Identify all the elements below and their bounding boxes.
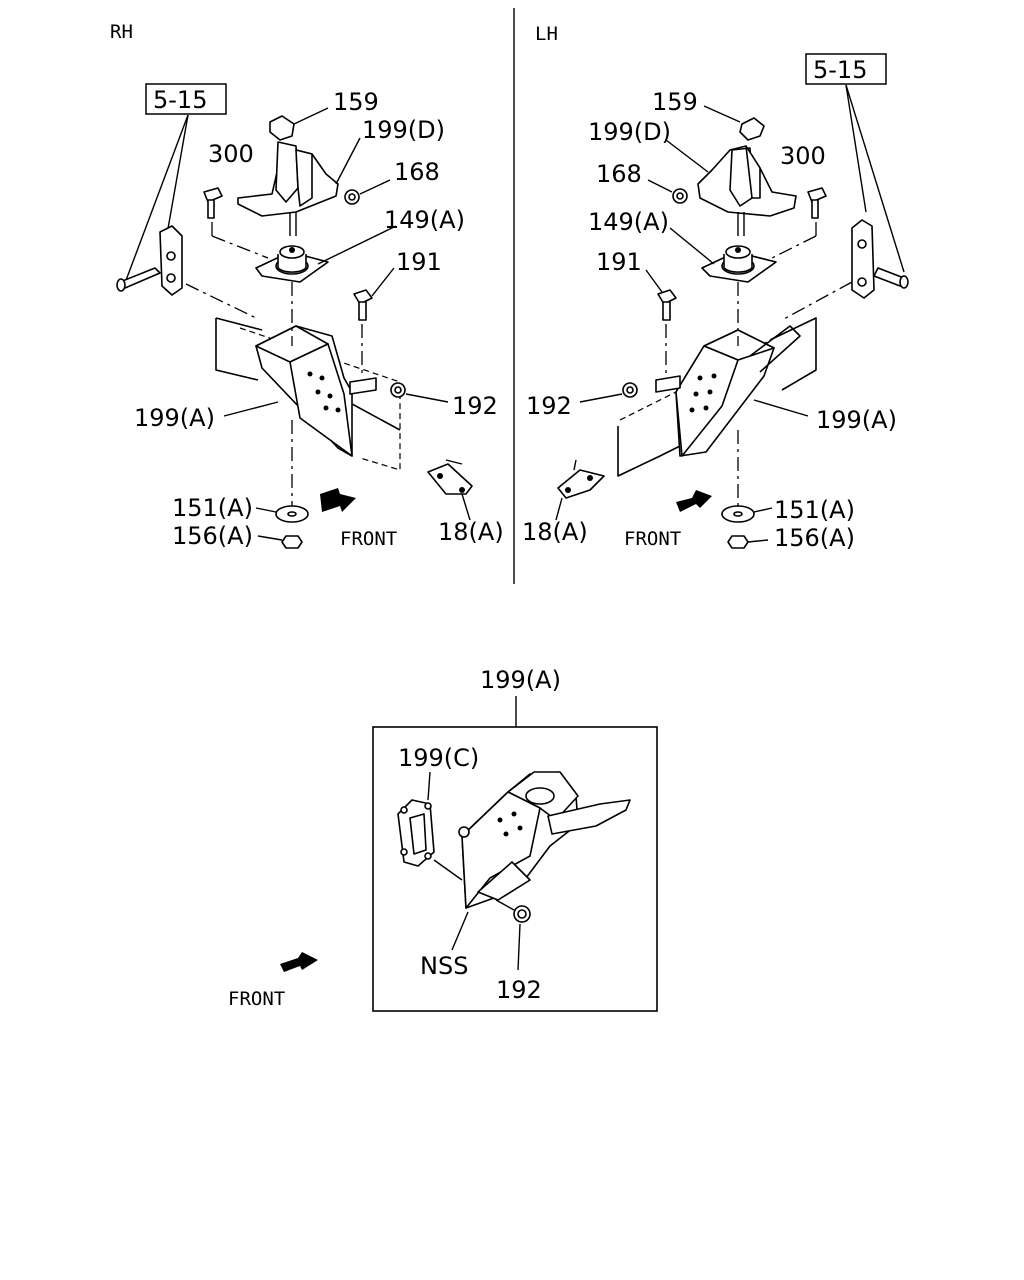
rh-label-149a: 149(A): [384, 206, 465, 234]
detail-nut-192: [495, 899, 531, 971]
lh-bolt-300: 300: [763, 142, 827, 263]
lh-side-bracket: [851, 219, 909, 299]
lh-nut-156a: 156(A): [727, 524, 855, 552]
rh-part-18a: 18(A): [427, 459, 504, 546]
lh-label-168: 168: [596, 160, 642, 188]
lh-label-192: 192: [526, 392, 572, 420]
lh-nut-192: 192: [526, 382, 638, 420]
rh-assembly: RH 5-15 159 199(D): [110, 21, 504, 550]
rh-side-label: RH: [110, 21, 133, 43]
lh-label-300: 300: [780, 142, 826, 170]
rh-label-156a: 156(A): [172, 522, 253, 550]
detail-label-192: 192: [496, 976, 542, 1004]
detail-view: 199(A) 199(C) NSS 192: [372, 666, 658, 1012]
rh-part-159: 159: [269, 88, 379, 141]
lh-label-159: 159: [652, 88, 698, 116]
rh-mount-149a: 149(A): [255, 206, 465, 283]
lh-label-18a: 18(A): [522, 518, 588, 546]
detail-title: 199(A): [480, 666, 561, 694]
lh-label-149a: 149(A): [588, 208, 669, 236]
rh-nut-192: 192: [390, 382, 498, 420]
rh-bracket-199d: 199(D): [237, 116, 445, 236]
lh-side-label: LH: [535, 23, 558, 45]
lh-ref-label[interactable]: 5-15: [813, 56, 867, 84]
rh-label-191: 191: [396, 248, 442, 276]
detail-label-199c: 199(C): [398, 744, 479, 772]
detail-part-199c: [397, 799, 435, 867]
lh-nut-168: 168: [596, 160, 688, 204]
rh-side-bracket: [116, 225, 183, 296]
lh-part-159: 159: [652, 88, 765, 141]
rh-bolt-300: 300: [203, 140, 269, 259]
lh-bracket-199a: 199(A): [655, 282, 897, 457]
detail-bracket-199a: [458, 771, 631, 909]
lh-bolt-191: 191: [596, 248, 677, 378]
rh-label-168: 168: [394, 158, 440, 186]
rh-bolt-191: 191: [353, 248, 442, 378]
lh-label-199a: 199(A): [816, 406, 897, 434]
rh-ref-label[interactable]: 5-15: [153, 86, 207, 114]
rh-label-18a: 18(A): [438, 518, 504, 546]
lh-assembly: LH 5-15 159 199(D) 168: [522, 23, 909, 552]
detail-label-nss: NSS: [420, 952, 468, 980]
rh-front-label: FRONT: [340, 528, 397, 550]
rh-nut-156a: 156(A): [172, 522, 303, 550]
rh-ref-box[interactable]: [145, 83, 227, 115]
rh-front-arrow-icon: [320, 488, 356, 512]
lh-bracket-199d: 199(D): [588, 118, 797, 236]
lh-front-label: FRONT: [624, 528, 681, 550]
lh-ref-box[interactable]: [805, 53, 887, 85]
rh-label-199d: 199(D): [362, 116, 445, 144]
detail-front-label: FRONT: [228, 988, 285, 1010]
lh-label-199d: 199(D): [588, 118, 671, 146]
rh-label-151a: 151(A): [172, 494, 253, 522]
rh-label-300: 300: [208, 140, 254, 168]
lh-label-156a: 156(A): [774, 524, 855, 552]
rh-label-192: 192: [452, 392, 498, 420]
rh-washer-151a: 151(A): [172, 494, 309, 523]
rh-nut-168: 168: [344, 158, 440, 205]
lh-part-18a: 18(A): [522, 459, 605, 546]
rh-label-159: 159: [333, 88, 379, 116]
rh-bracket-199a: 199(A): [134, 282, 377, 457]
lh-front-arrow-icon: [676, 490, 712, 512]
detail-front-arrow-icon: [280, 952, 318, 972]
lh-label-151a: 151(A): [774, 496, 855, 524]
lh-washer-151a: 151(A): [721, 496, 855, 524]
lh-mount-149a: 149(A): [588, 208, 777, 283]
lh-label-191: 191: [596, 248, 642, 276]
rh-label-199a: 199(A): [134, 404, 215, 432]
